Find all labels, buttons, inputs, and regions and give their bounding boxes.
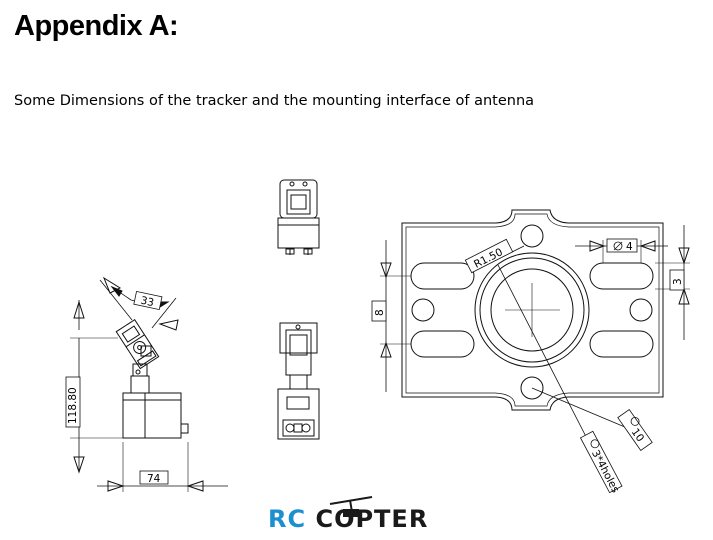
rc-copter-logo: RC COPTER [268,505,428,533]
logo-copter-text: COPTER [315,505,429,533]
hole-diameter-dimension [617,409,653,451]
tracker-front-view [277,322,320,440]
holes-note [579,430,623,494]
tracker-top-view [277,179,320,255]
width-dimension [97,442,228,492]
width-dimension-label: 74 [147,473,161,485]
slot-length-dimension [575,238,668,263]
angle-dimension [99,276,179,331]
slot-width-label: 3 [672,278,684,285]
angle-dimension-label: 33 [139,295,155,310]
height-dimension-label: 118.80 [67,387,79,424]
slot-length-label: 4 [626,241,633,253]
page-title: Appendix A: [14,10,179,42]
mounting-plate [401,209,664,461]
logo-rc-text: RC [268,505,307,533]
slot-spacing-label: 8 [374,309,386,316]
slot-width-dimension [655,225,690,340]
page-subtitle: Some Dimensions of the tracker and the m… [14,93,535,109]
tracker-side-view [115,319,189,439]
radius-dimension [464,238,514,274]
drone-logo-icon [329,496,373,517]
height-dimension [65,300,123,474]
slot-spacing-dimension [371,240,411,392]
